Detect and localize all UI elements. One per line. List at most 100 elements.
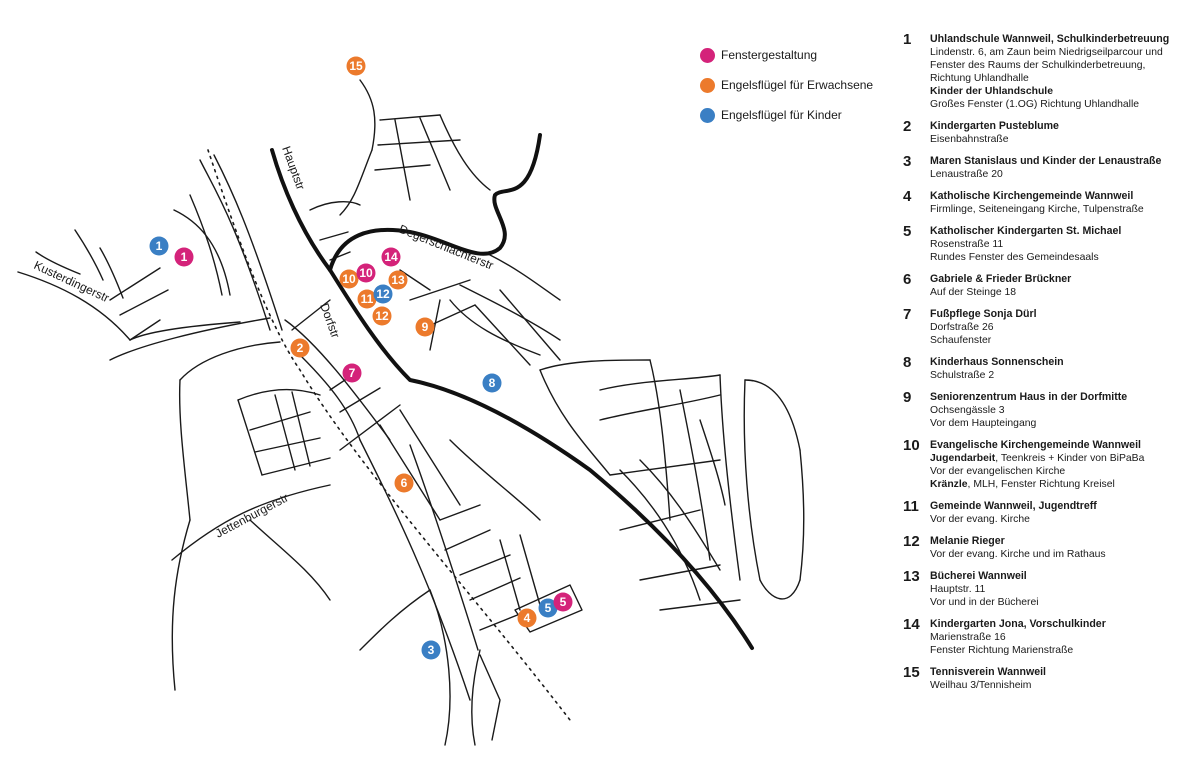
entry-body: Uhlandschule Wannweil, Schulkinderbetreu… (930, 33, 1197, 111)
marker-dot-icon (342, 363, 362, 383)
street-labels: Hauptstr Degerschlachterstr Kusterdinger… (32, 144, 496, 540)
marker-12-erwachsene: 12 (372, 306, 392, 326)
marker-11-erwachsene: 11 (357, 289, 377, 309)
entry-number: 3 (903, 153, 912, 170)
entry-detail: Marienstraße 16 (930, 632, 1006, 643)
location-list: 1 Uhlandschule Wannweil, Schulkinderbetre… (903, 31, 1197, 701)
entry-detail: Fenster Richtung Marienstraße (930, 645, 1074, 656)
marker-8-kinder: 8 (482, 373, 502, 393)
marker-number: 8 (489, 376, 496, 390)
main-roads (270, 133, 754, 650)
entry-detail: Rundes Fenster des Gemeindesaals (930, 252, 1099, 263)
marker-9-erwachsene: 9 (415, 317, 435, 337)
legend-dot-kinder-icon (700, 107, 715, 123)
marker-dot-icon (174, 247, 194, 267)
entry-detail: Kränzle, MLH, Fenster Richtung Kreisel (930, 479, 1115, 490)
marker-dot-icon (149, 236, 169, 256)
marker-7-fenster: 7 (342, 363, 362, 383)
entry-detail: Vor der evang. Kirche (930, 514, 1030, 525)
entry-detail: Kinder der Uhlandschule (930, 86, 1053, 97)
marker-number: 14 (384, 250, 398, 264)
marker-10-fenster: 10 (356, 263, 376, 283)
marker-number: 5 (545, 601, 552, 615)
entry-title: Evangelische Kirchengemeinde Wannweil (930, 439, 1141, 451)
entry-detail: Ochsengässle 3 (930, 405, 1005, 416)
entry-number: 8 (903, 354, 912, 371)
marker-dot-icon (339, 269, 359, 289)
entry-number: 15 (903, 664, 920, 681)
entry-detail: Fenster des Raums der Schulkinderbetreuu… (930, 60, 1146, 71)
entry-detail: Lindenstr. 6, am Zaun beim Niedrigseilpa… (930, 47, 1163, 58)
street-label-degerschlachterstr: Degerschlachterstr (397, 222, 496, 273)
marker-number: 6 (401, 476, 408, 490)
marker-dot-icon (373, 284, 393, 304)
marker-dot-icon (415, 317, 435, 337)
marker-5-kinder: 5 (538, 598, 558, 618)
marker-4-erwachsene: 4 (517, 608, 537, 628)
entry-number: 4 (903, 188, 912, 205)
entry-title: Maren Stanislaus und Kinder der Lenaustr… (930, 155, 1162, 167)
marker-number: 10 (359, 266, 373, 280)
marker-dot-icon (372, 306, 392, 326)
entry-body: Maren Stanislaus und Kinder der Lenaustr… (930, 155, 1197, 181)
entry-detail: Vor der evang. Kirche und im Rathaus (930, 549, 1106, 560)
marker-number: 2 (297, 341, 304, 355)
marker-dot-icon (553, 592, 573, 612)
entry-title: Gemeinde Wannweil, Jugendtreff (930, 500, 1097, 512)
entry-title: Tennisverein Wannweil (930, 666, 1046, 678)
marker-3-kinder: 3 (421, 640, 441, 660)
marker-number: 13 (391, 273, 405, 287)
entry-detail: Hauptstr. 11 (930, 584, 986, 595)
marker-number: 7 (349, 366, 356, 380)
entry-detail: Weilhau 3/Tennisheim (930, 680, 1032, 691)
entry-detail: Vor dem Haupteingang (930, 418, 1037, 429)
marker-number: 5 (560, 595, 567, 609)
entry-detail: Auf der Steinge 18 (930, 287, 1017, 298)
marker-10-erwachsene: 10 (339, 269, 359, 289)
entry-detail: Jugendarbeit, Teenkreis + Kinder von BiP… (930, 453, 1145, 464)
entry-number: 1 (903, 31, 912, 48)
marker-1-fenster: 1 (174, 247, 194, 267)
entry-detail: Eisenbahnstraße (930, 134, 1009, 145)
street-label-dorfstr: Dorfstr (317, 301, 342, 340)
marker-number: 1 (181, 250, 188, 264)
entry-title: Kindergarten Jona, Vorschulkinder (930, 618, 1106, 630)
marker-number: 3 (428, 643, 435, 657)
entry-title: Katholischer Kindergarten St. Michael (930, 225, 1122, 237)
railway-line (207, 149, 571, 721)
marker-dot-icon (357, 289, 377, 309)
marker-13-erwachsene: 13 (388, 270, 408, 290)
marker-dot-icon (356, 263, 376, 283)
map-legend: Fenstergestaltung Engelsflügel für Erwac… (700, 40, 900, 130)
marker-12-kinder: 12 (373, 284, 393, 304)
entry-title: Uhlandschule Wannweil, Schulkinderbetreu… (930, 33, 1170, 45)
marker-2-erwachsene: 2 (290, 338, 310, 358)
legend-dot-fenster-icon (700, 47, 715, 63)
marker-dot-icon (381, 247, 401, 267)
entry-title: Gabriele & Frieder Brückner (930, 273, 1072, 285)
entry-title: Kinderhaus Sonnenschein (930, 356, 1064, 368)
entry-detail: Vor und in der Bücherei (930, 597, 1039, 608)
marker-dot-icon (482, 373, 502, 393)
entry-number: 11 (903, 498, 919, 515)
marker-number: 15 (349, 59, 363, 73)
entry-title: Melanie Rieger (930, 535, 1005, 547)
entry-detail: Lenaustraße 20 (930, 169, 1003, 180)
legend-item-engelsfluegel-erwachsene: Engelsflügel für Erwachsene (700, 70, 900, 100)
marker-6-erwachsene: 6 (394, 473, 414, 493)
street-network (17, 79, 805, 746)
